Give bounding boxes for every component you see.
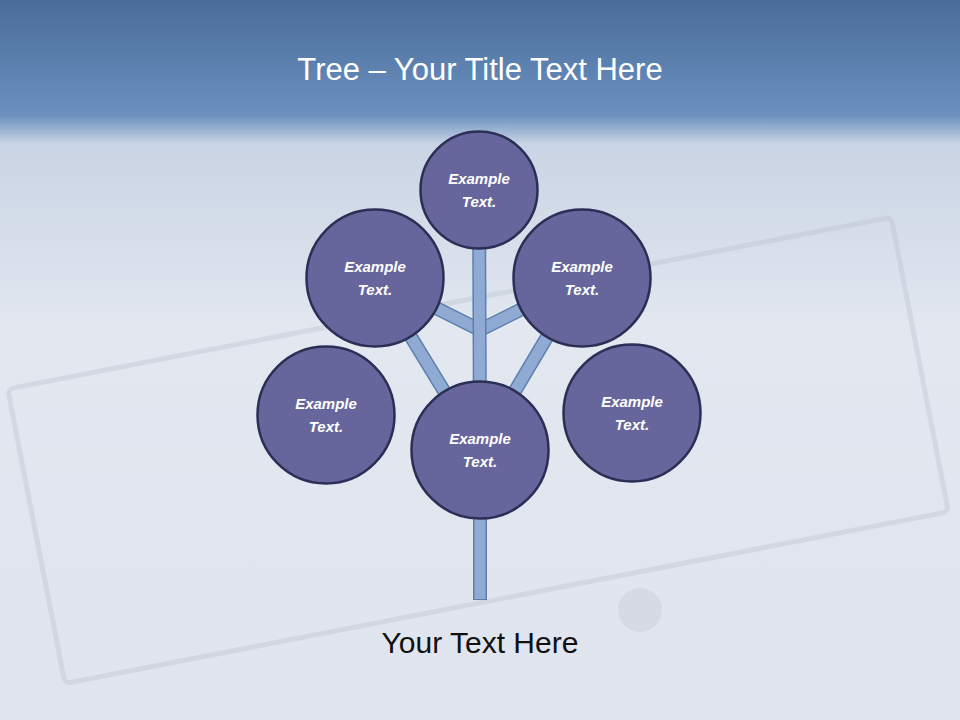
circle-label: Example Text. (445, 427, 515, 473)
branch-fill (474, 249, 486, 381)
circle-outline (562, 343, 702, 483)
circle-shape (258, 347, 395, 484)
tree-circle: Example Text. (410, 380, 550, 520)
circle-label: Example Text. (597, 390, 667, 436)
tree-circle: Example Text. (256, 345, 396, 485)
tree-branch (515, 337, 547, 390)
circle-outline (256, 345, 396, 485)
address-bar-outline (8, 217, 949, 683)
branch-outline (411, 337, 444, 391)
circle-label: Example Text. (340, 255, 410, 301)
circle-outline (512, 208, 652, 348)
slide-title: Tree – Your Title Text Here (0, 52, 960, 88)
blurred-dot (618, 588, 662, 632)
circle-label: Example Text. (547, 255, 617, 301)
tree-circle: Example Text. (562, 343, 702, 483)
circle-label: Example Text. (291, 392, 361, 438)
slide-caption: Your Text Here (0, 626, 960, 660)
tree-circle: Example Text. (419, 130, 539, 250)
branch-outline (515, 337, 547, 390)
circle-shape (514, 210, 651, 347)
tree-circle: Example Text. (305, 208, 445, 348)
circle-shape (564, 345, 701, 482)
branch-fill (515, 337, 547, 390)
trunk-outline (473, 518, 487, 600)
branch-outline (472, 249, 487, 381)
circle-outline (419, 130, 539, 250)
circle-outline (305, 208, 445, 348)
branch-fill (411, 337, 444, 391)
circle-text-group: Example Text. (448, 167, 510, 213)
circle-text-group: Example Text. (445, 427, 515, 473)
circle-outline (410, 380, 550, 520)
tree-branch (411, 337, 444, 391)
circle-text-group: Example Text. (291, 392, 361, 438)
circle-shape (307, 210, 444, 347)
circle-text-group: Example Text. (547, 255, 617, 301)
blurred-address-bar (8, 217, 949, 683)
tree-branch (479, 249, 481, 381)
circle-text-group: Example Text. (340, 255, 410, 301)
circle-label: Example Text. (448, 167, 510, 213)
trunk-fill (475, 518, 486, 599)
tree-circle: Example Text. (512, 208, 652, 348)
circle-shape (421, 132, 538, 249)
circle-text-group: Example Text. (597, 390, 667, 436)
circle-shape (412, 382, 549, 519)
